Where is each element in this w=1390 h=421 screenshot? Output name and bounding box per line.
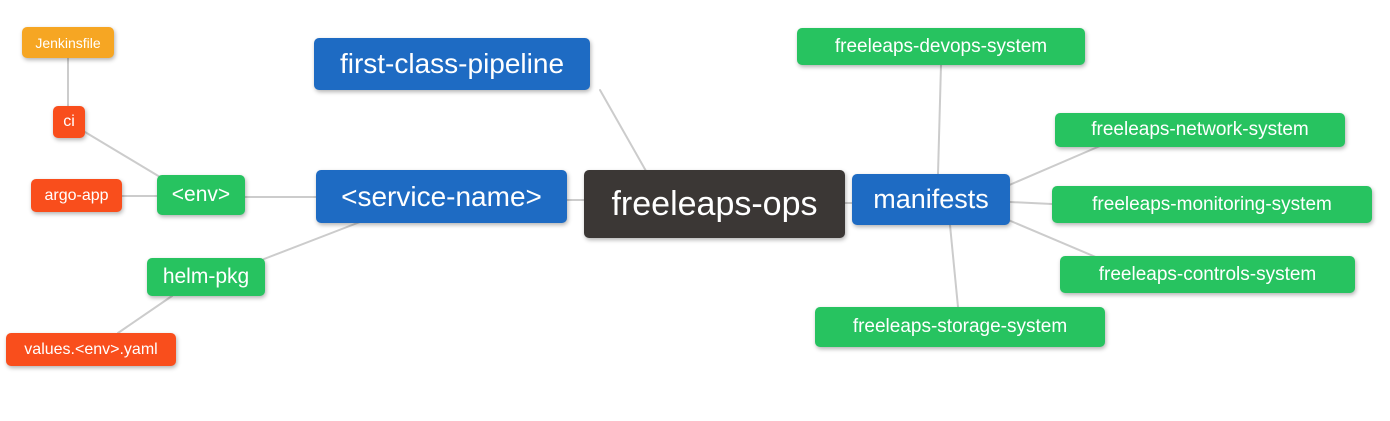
node-manifests[interactable]: manifests — [852, 174, 1010, 225]
node-helm-pkg[interactable]: helm-pkg — [147, 258, 265, 296]
edge-pipeline-freeleaps-ops — [599, 89, 647, 172]
node-freeleaps-ops[interactable]: freeleaps-ops — [584, 170, 845, 238]
node-service-name[interactable]: <service-name> — [316, 170, 567, 223]
node-values-env-yaml[interactable]: values.<env>.yaml — [6, 333, 176, 366]
node-jenkinsfile[interactable]: Jenkinsfile — [22, 27, 114, 58]
edge-manifests-storage — [949, 224, 959, 308]
edge-ci-env — [84, 131, 161, 178]
edge-helm-pkg-service-name — [263, 221, 361, 260]
node-env[interactable]: <env> — [157, 175, 245, 215]
node-ci[interactable]: ci — [53, 106, 85, 138]
node-freeleaps-monitoring-system[interactable]: freeleaps-monitoring-system — [1052, 186, 1372, 223]
edge-manifests-monitoring — [1009, 201, 1053, 205]
edge-values-helm-pkg — [117, 295, 173, 334]
node-argo-app[interactable]: argo-app — [31, 179, 122, 212]
node-freeleaps-controls-system[interactable]: freeleaps-controls-system — [1060, 256, 1355, 293]
edge-manifests-network — [1006, 145, 1101, 187]
node-freeleaps-devops-system[interactable]: freeleaps-devops-system — [797, 28, 1085, 65]
node-freeleaps-network-system[interactable]: freeleaps-network-system — [1055, 113, 1345, 147]
node-freeleaps-storage-system[interactable]: freeleaps-storage-system — [815, 307, 1105, 347]
node-first-class-pipeline[interactable]: first-class-pipeline — [314, 38, 590, 90]
edge-manifests-controls — [1005, 218, 1099, 259]
edge-manifests-devops — [937, 64, 942, 175]
